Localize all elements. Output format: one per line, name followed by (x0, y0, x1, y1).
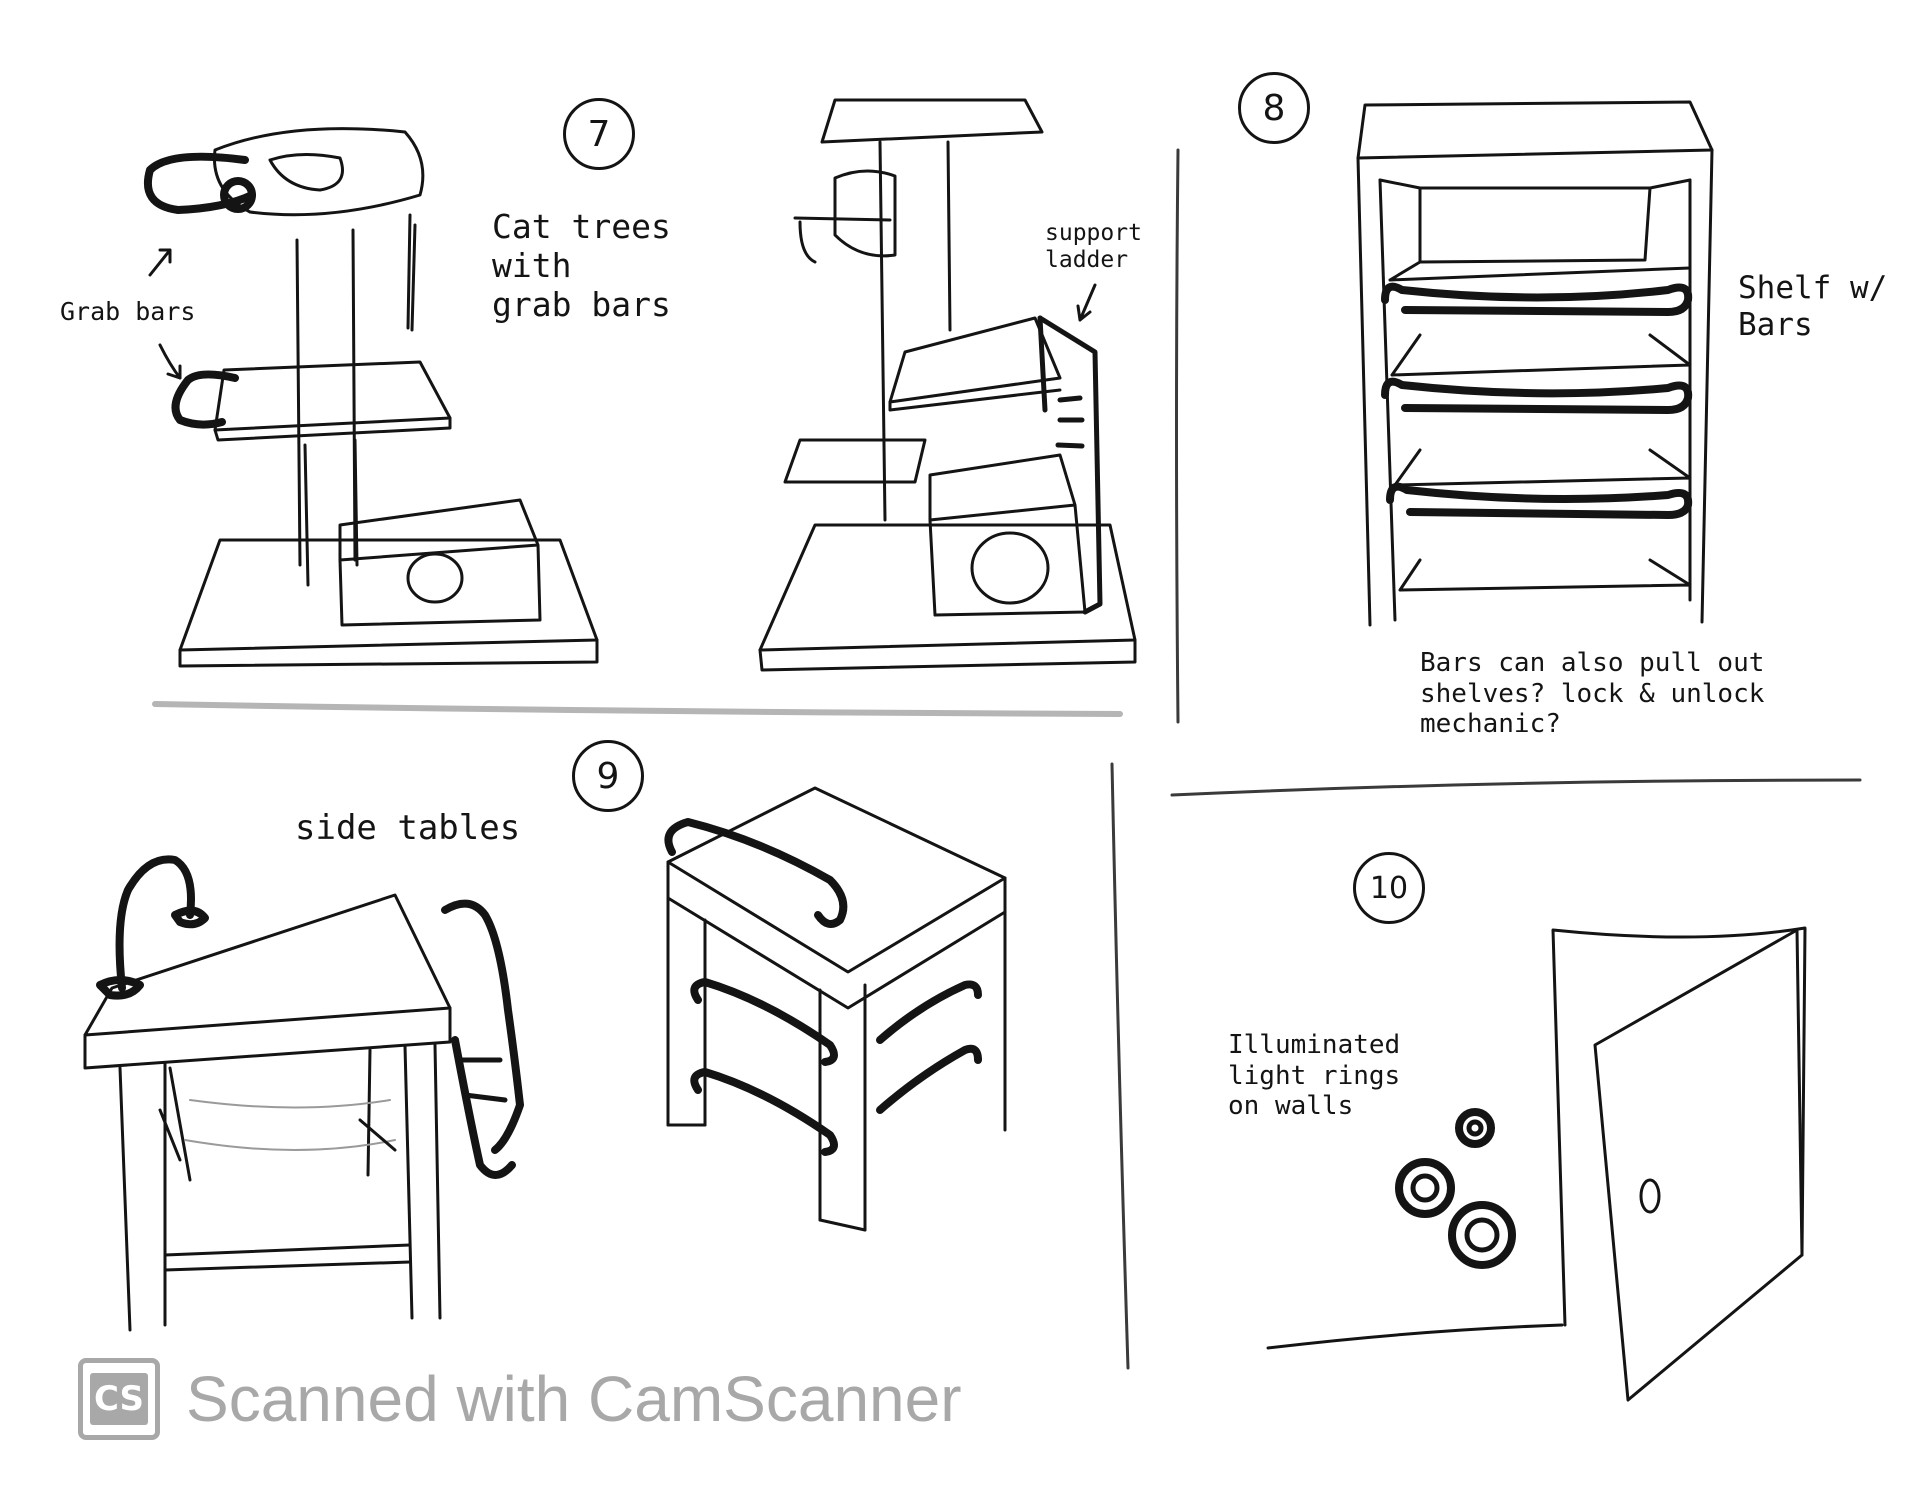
panel-7-number: 7 (563, 98, 635, 170)
shelf-1 (1388, 260, 1692, 282)
side-table-2 (664, 786, 1007, 1232)
side-rung-2 (876, 1044, 982, 1114)
lower-pillar (303, 438, 359, 587)
shelf-2 (1390, 333, 1692, 377)
front-rung-1 (690, 978, 838, 1066)
panel-8-note: Bars can also pull out shelves? lock & u… (1420, 648, 1765, 740)
door-scene (1266, 926, 1807, 1402)
panel-8-number: 8 (1238, 72, 1310, 144)
wall-line (1266, 1323, 1564, 1350)
side-rung-1 (876, 980, 982, 1044)
side-table-1 (83, 855, 524, 1332)
shelf-4 (1398, 558, 1692, 592)
cube-hole (406, 552, 464, 604)
legs (118, 1043, 442, 1332)
middle-platform (213, 360, 452, 432)
side-ladder (441, 899, 524, 1154)
divider-7-8-vertical (1175, 148, 1180, 724)
camscanner-logo-icon: CS (78, 1358, 160, 1440)
panel-9-title: side tables (295, 808, 521, 848)
shelf-bar-3 (1386, 482, 1693, 519)
mid-cradle (833, 169, 897, 258)
panel-10-title: Illuminated light rings on walls (1228, 1030, 1401, 1122)
panel-7-title: Cat trees with grab bars (492, 207, 671, 324)
panel-9-number: 9 (572, 740, 644, 812)
camscanner-logo-text: CS (90, 1373, 148, 1425)
panel-8-title: Shelf w/ Bars (1738, 270, 1888, 343)
cat-tree-1 (143, 127, 599, 668)
shelf-top (1356, 100, 1714, 160)
support-ladder (1037, 315, 1103, 615)
divider-9-10-vertical (1110, 762, 1130, 1370)
grab-bars-label: Grab bars (60, 297, 196, 326)
arrow-1 (148, 248, 172, 277)
grab-bar-post (115, 855, 195, 992)
bar-mount (220, 177, 256, 213)
light-ring-3 (1448, 1201, 1516, 1269)
hanging-rope (406, 213, 417, 332)
door-frame (1551, 926, 1807, 1327)
cat-tree-2 (758, 98, 1137, 672)
grab-bar-middle (171, 370, 239, 429)
panel-7-number-text: 7 (587, 113, 611, 155)
cube-hole (970, 531, 1050, 605)
top-platform (820, 98, 1044, 144)
cube-box (338, 498, 542, 627)
stretcher (163, 1243, 412, 1272)
support-ladder-label: support ladder (1045, 220, 1142, 274)
camscanner-watermark: CS Scanned with CamScanner (78, 1358, 962, 1440)
light-rings (1395, 1108, 1516, 1269)
shelf-back (1418, 186, 1652, 264)
panel-9-number-text: 9 (596, 755, 620, 797)
door-knob (1639, 1178, 1661, 1214)
light-ring-1 (1455, 1108, 1495, 1148)
shelf-bar-2 (1381, 377, 1693, 414)
panel-dividers (152, 148, 1862, 1370)
panel-8-number-text: 8 (1262, 87, 1286, 129)
grab-bar-top (143, 152, 256, 214)
top-grab-bar (664, 818, 848, 928)
pillar (878, 140, 952, 522)
watermark-text: Scanned with CamScanner (186, 1363, 962, 1435)
shelf-frame (1356, 148, 1714, 627)
front-rung-2 (690, 1068, 838, 1156)
arrow-2 (158, 343, 182, 380)
middle-platform (888, 316, 1062, 404)
arrow (1076, 283, 1097, 322)
divider-7-bottom (152, 701, 1123, 717)
shelf-bar-1 (1381, 282, 1693, 316)
shelf-with-bars (1356, 100, 1714, 627)
cube-box (928, 453, 1087, 617)
divider-10-top (1170, 778, 1862, 797)
shelf-3 (1393, 448, 1692, 487)
panel-10-number-text: 10 (1369, 870, 1409, 906)
small-shelf (783, 438, 927, 484)
legs (666, 896, 1007, 1232)
door-panel (1593, 928, 1804, 1402)
table-top (83, 893, 452, 1037)
panel-10-number: 10 (1353, 852, 1425, 924)
light-ring-2 (1395, 1158, 1455, 1218)
